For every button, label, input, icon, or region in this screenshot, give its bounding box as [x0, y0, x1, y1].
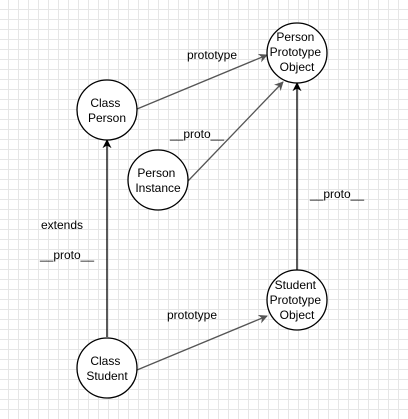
node-student-prototype-line-1: Student: [275, 278, 317, 292]
edge-label-proto-person-instance: __proto__: [169, 127, 224, 141]
svg-text:Person Instance: Person Instance: [135, 166, 181, 195]
node-person-prototype-line-2: Prototype: [270, 45, 322, 59]
node-person-instance-line-2: Instance: [135, 181, 181, 195]
edge-class-student-to-student-prototype[interactable]: [136, 314, 268, 371]
node-class-student[interactable]: Class Student: [76, 337, 138, 399]
node-class-student-line-2: Student: [86, 369, 128, 383]
node-student-prototype-object[interactable]: Student Prototype Object: [266, 269, 328, 331]
edge-label-extends: extends: [41, 218, 83, 232]
node-person-instance[interactable]: Person Instance: [127, 149, 189, 211]
svg-text:Class Student: Class Student: [86, 354, 128, 383]
edge-label-proto-class-student: __proto__: [39, 248, 94, 262]
edge-label-prototype-top: prototype: [187, 48, 237, 62]
svg-text:Class Person: Class Person: [88, 96, 126, 125]
node-class-student-line-1: Class: [90, 354, 120, 368]
svg-text:Student Prototype: Student Prototype Object: [270, 278, 325, 322]
node-person-prototype-line-3: Object: [280, 60, 315, 74]
node-class-person-line-1: Class: [90, 96, 120, 110]
node-class-person-line-2: Person: [88, 111, 126, 125]
node-person-prototype-object[interactable]: Person Prototype Object: [266, 22, 328, 84]
node-person-instance-line-1: Person: [137, 166, 175, 180]
edge-label-prototype-bottom: prototype: [167, 308, 217, 322]
node-student-prototype-line-3: Object: [280, 308, 315, 322]
node-class-person[interactable]: Class Person: [76, 79, 138, 141]
edge-person-instance-to-person-prototype[interactable]: [187, 81, 284, 182]
edge-label-proto-student-prototype: __proto__: [309, 187, 364, 201]
edge-class-person-to-person-prototype[interactable]: [136, 53, 268, 110]
svg-text:Person Prototype: Person Prototype Object: [270, 30, 325, 74]
node-person-prototype-line-1: Person: [276, 30, 314, 44]
node-student-prototype-line-2: Prototype: [270, 293, 322, 307]
